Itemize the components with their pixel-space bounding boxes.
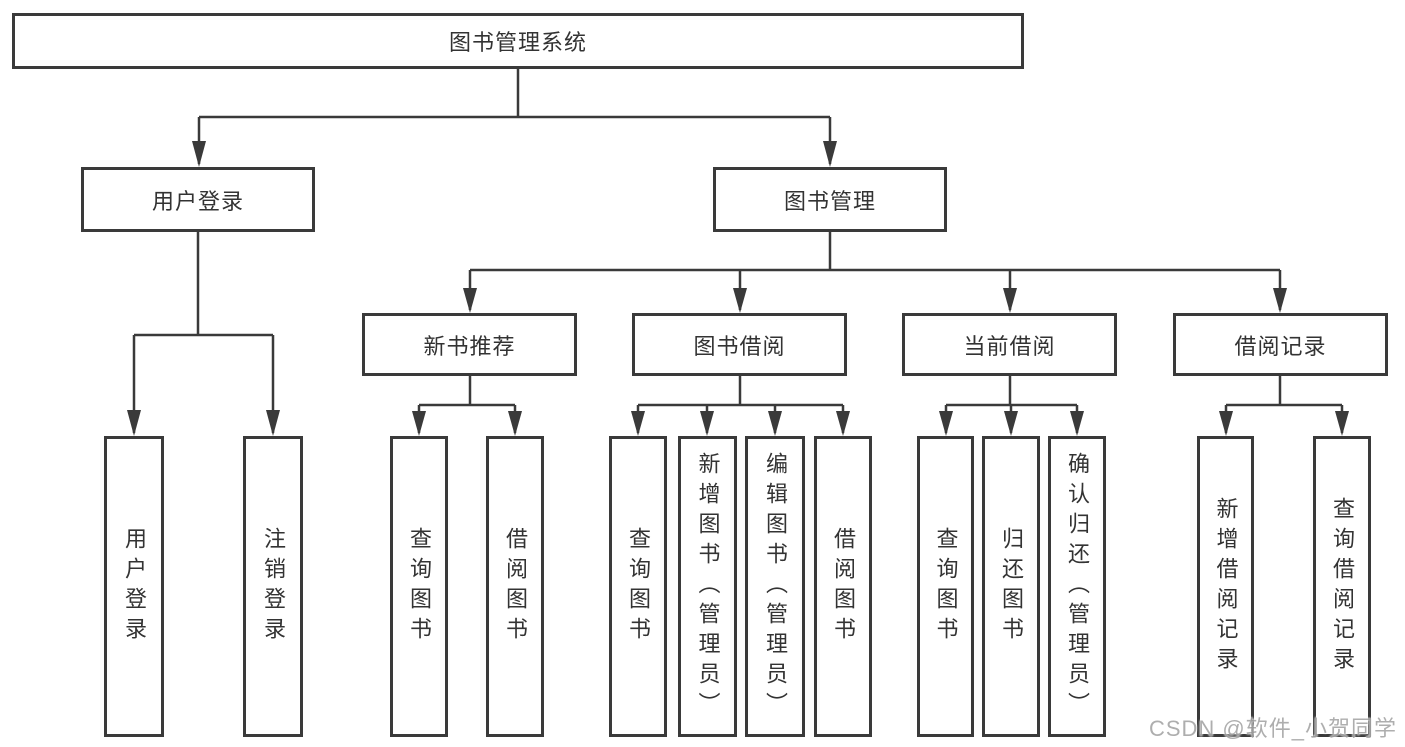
leaf-user-login-label: 用户登录 <box>122 526 147 647</box>
node-borrow-records-label: 借阅记录 <box>1234 333 1327 359</box>
leaf-borrow-books: 借阅图书 <box>814 436 872 737</box>
leaf-user-login: 用户登录 <box>104 436 164 737</box>
connector-root-to-level2 <box>192 69 837 167</box>
connector-current-borrow-to-leaves <box>939 376 1084 436</box>
leaf-confirm-return-admin-label: 确认归还（管理员） <box>1065 451 1090 722</box>
node-book-borrow: 图书借阅 <box>632 313 847 376</box>
leaf-edit-books-admin-label: 编辑图书（管理员） <box>763 451 788 722</box>
leaf-query-books-borrow-label: 查询图书 <box>626 526 651 647</box>
leaf-borrow-books-recommend-label: 借阅图书 <box>503 526 528 647</box>
leaf-logout: 注销登录 <box>243 436 303 737</box>
node-new-book-recommend-label: 新书推荐 <box>423 333 516 359</box>
node-root-system-label: 图书管理系统 <box>448 30 587 55</box>
leaf-logout-label: 注销登录 <box>261 526 286 647</box>
leaf-query-borrow-record-label: 查询借阅记录 <box>1330 496 1355 677</box>
watermark: CSDN @软件_小贺同学 <box>1148 716 1397 741</box>
connector-book-borrow-to-leaves <box>631 376 850 436</box>
node-root-system: 图书管理系统 <box>12 13 1024 69</box>
leaf-query-books-recommend-label: 查询图书 <box>407 526 432 647</box>
leaf-query-books-current: 查询图书 <box>917 436 974 737</box>
connector-user-login-to-leaves <box>127 232 280 436</box>
leaf-borrow-books-label: 借阅图书 <box>831 526 856 647</box>
node-current-borrow-label: 当前借阅 <box>963 333 1056 359</box>
node-book-management: 图书管理 <box>713 167 947 232</box>
leaf-add-borrow-record: 新增借阅记录 <box>1197 436 1254 737</box>
leaf-query-borrow-record: 查询借阅记录 <box>1313 436 1371 737</box>
node-current-borrow: 当前借阅 <box>902 313 1117 376</box>
node-user-login: 用户登录 <box>81 167 315 232</box>
leaf-add-borrow-record-label: 新增借阅记录 <box>1213 496 1239 677</box>
connector-borrow-records-to-leaves <box>1219 376 1349 436</box>
leaf-confirm-return-admin: 确认归还（管理员） <box>1048 436 1106 737</box>
node-borrow-records: 借阅记录 <box>1173 313 1388 376</box>
leaf-return-books: 归还图书 <box>982 436 1040 737</box>
node-user-login-label: 用户登录 <box>151 188 244 214</box>
leaf-return-books-label: 归还图书 <box>999 526 1024 647</box>
node-book-borrow-label: 图书借阅 <box>693 333 786 359</box>
leaf-query-books-current-label: 查询图书 <box>933 526 959 647</box>
node-new-book-recommend: 新书推荐 <box>362 313 577 376</box>
leaf-edit-books-admin: 编辑图书（管理员） <box>745 436 805 737</box>
leaf-query-books-borrow: 查询图书 <box>609 436 667 737</box>
leaf-query-books-recommend: 查询图书 <box>390 436 448 737</box>
connector-book-management-to-level3 <box>463 232 1287 313</box>
leaf-add-books-admin: 新增图书（管理员） <box>678 436 737 737</box>
node-book-management-label: 图书管理 <box>783 188 876 214</box>
leaf-add-books-admin-label: 新增图书（管理员） <box>695 451 721 722</box>
connector-new-book-recommend-to-leaves <box>412 376 522 436</box>
leaf-borrow-books-recommend: 借阅图书 <box>486 436 544 737</box>
